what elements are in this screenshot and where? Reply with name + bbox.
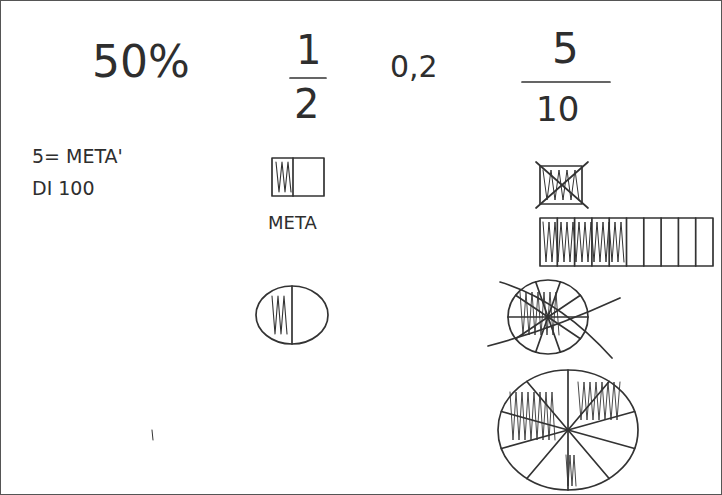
- sector-line: [501, 430, 568, 449]
- divider-line: [660, 218, 662, 266]
- percent-value: 50%: [92, 40, 190, 84]
- cross-line: [536, 162, 588, 208]
- numerator: 1: [296, 30, 321, 70]
- note: 5= META' DI 100: [32, 140, 128, 205]
- shading: [566, 455, 576, 486]
- sector-line: [568, 411, 635, 430]
- tenths-circle: [498, 370, 638, 490]
- stray-mark: [152, 430, 153, 440]
- shading: [543, 222, 624, 262]
- sector-line: [527, 430, 568, 479]
- shading: [510, 392, 555, 440]
- shading: [272, 296, 287, 334]
- numerator: 5: [552, 28, 579, 70]
- denominator: 10: [536, 92, 579, 126]
- tenths-bar: [540, 218, 713, 266]
- divider-line: [643, 218, 645, 266]
- fraction-bar: [522, 81, 610, 83]
- denominator: 2: [294, 84, 319, 124]
- divider-line: [626, 218, 628, 266]
- divider-line: [292, 158, 294, 196]
- divider-line: [678, 218, 680, 266]
- sector-line: [567, 370, 569, 430]
- sector-line: [568, 430, 609, 479]
- shading: [578, 382, 620, 420]
- cross-line: [536, 162, 588, 208]
- half-circle: [256, 286, 328, 344]
- fraction-bar: [290, 77, 326, 79]
- shading: [276, 162, 291, 192]
- decimal-value: 0,2: [390, 52, 438, 82]
- sector-line: [516, 317, 548, 339]
- cross-line: [500, 282, 612, 358]
- cross-line: [488, 298, 620, 346]
- divider-line: [291, 286, 293, 344]
- half-rectangle: [272, 158, 324, 196]
- divider-line: [695, 218, 697, 266]
- sector-line: [568, 430, 635, 449]
- shape-label: META: [268, 214, 317, 232]
